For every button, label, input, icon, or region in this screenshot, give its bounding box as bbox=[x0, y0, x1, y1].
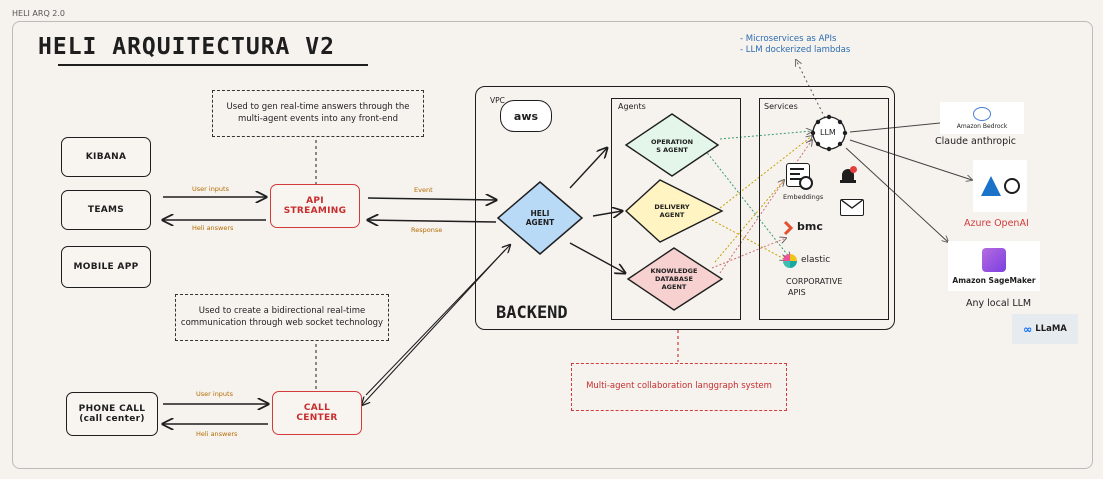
edge-agent-to-call bbox=[362, 249, 506, 405]
label-heli-answers-call: Heli answers bbox=[196, 430, 238, 438]
operations-agent-label: OPERATION S AGENT bbox=[640, 135, 704, 157]
vpc-label: VPC bbox=[490, 96, 505, 105]
note-streaming-line2: multi-agent events into any front-end bbox=[238, 113, 398, 124]
sagemaker-label: Any local LLM bbox=[966, 298, 1032, 309]
window-title: HELI ARQ 2.0 bbox=[12, 9, 66, 18]
azure-icon bbox=[980, 176, 1001, 196]
vpc-container bbox=[475, 86, 895, 330]
bedrock-label: Claude anthropic bbox=[935, 136, 1017, 147]
delivery-agent-label: DELIVERY AGENT bbox=[640, 200, 704, 222]
call-center-line1: CALL bbox=[303, 403, 331, 413]
client-mobile-app[interactable]: MOBILE APP bbox=[61, 246, 151, 288]
sagemaker-logo: Amazon SageMaker bbox=[948, 241, 1040, 291]
call-center-box[interactable]: CALL CENTER bbox=[272, 391, 362, 435]
note-websocket-line1: Used to create a bidirectional real-time bbox=[198, 306, 366, 317]
api-streaming-box[interactable]: API STREAMING bbox=[270, 184, 360, 228]
operations-agent-line1: OPERATION bbox=[650, 137, 694, 146]
note-streaming: Used to gen real-time answers through th… bbox=[212, 90, 424, 137]
note-multiagent: Multi-agent collaboration langgraph syst… bbox=[571, 363, 787, 411]
llama-text: LLaMA bbox=[1035, 324, 1067, 334]
azure-openai-label: Azure OpenAI bbox=[964, 218, 1029, 229]
call-center-line2: CENTER bbox=[296, 413, 338, 423]
aws-cloud-icon: aws bbox=[500, 100, 552, 132]
corporative-line1: CORPORATIVE bbox=[786, 277, 843, 286]
edge-event bbox=[367, 198, 496, 200]
title-underline bbox=[58, 64, 368, 66]
note-microservices-line2: - LLM dockerized lambdas bbox=[740, 45, 851, 56]
knowledge-agent-diamond[interactable] bbox=[626, 247, 724, 311]
heli-agent-diamond[interactable] bbox=[496, 181, 584, 255]
backend-label: BACKEND bbox=[496, 303, 568, 323]
agents-title: Agents bbox=[618, 102, 646, 111]
services-title: Services bbox=[764, 102, 798, 111]
bmc-logo-icon bbox=[783, 220, 795, 236]
corporative-line2: APIS bbox=[788, 288, 806, 298]
label-heli-answers: Heli answers bbox=[192, 224, 234, 232]
heli-agent-label: HELI AGENT bbox=[510, 202, 570, 234]
label-event: Event bbox=[414, 186, 433, 194]
note-websocket-line2: communication through web socket technol… bbox=[180, 317, 384, 328]
meta-icon: ∞ bbox=[1023, 322, 1033, 336]
mail-icon bbox=[840, 199, 864, 216]
edge-response bbox=[368, 220, 497, 222]
note-microservices-line1: - Microservices as APIs bbox=[740, 34, 837, 44]
api-streaming-line1: API bbox=[306, 196, 324, 206]
delivery-agent-diamond[interactable] bbox=[624, 179, 724, 243]
knowledge-agent-line1: KNOWLEDGE bbox=[650, 266, 698, 275]
delivery-agent-line1: DELIVERY bbox=[654, 202, 690, 211]
bedrock-logo-text: Amazon Bedrock bbox=[956, 122, 1008, 130]
azure-openai-logo bbox=[973, 160, 1027, 212]
embeddings-icon bbox=[786, 163, 813, 190]
client-kibana[interactable]: KIBANA bbox=[61, 137, 151, 177]
phone-call-line1: PHONE CALL bbox=[78, 404, 146, 414]
sagemaker-icon bbox=[982, 247, 1006, 272]
api-streaming-line2: STREAMING bbox=[283, 206, 347, 216]
canvas-frame bbox=[12, 21, 1093, 469]
note-microservices: - Microservices as APIs - LLM dockerized… bbox=[740, 34, 850, 57]
agents-container bbox=[611, 98, 741, 320]
knowledge-agent-line3: AGENT bbox=[661, 283, 687, 292]
openai-icon bbox=[1003, 178, 1020, 194]
bmc-label: bmc bbox=[797, 220, 823, 233]
bedrock-logo: Amazon Bedrock bbox=[940, 102, 1024, 134]
elastic-label: elastic bbox=[801, 255, 831, 265]
client-teams[interactable]: TEAMS bbox=[61, 190, 151, 230]
delivery-agent-line2: AGENT bbox=[659, 211, 685, 219]
sagemaker-logo-text: Amazon SageMaker bbox=[952, 275, 1036, 285]
operations-agent-line2: S AGENT bbox=[656, 146, 688, 154]
embeddings-label: Embeddings bbox=[783, 193, 824, 201]
knowledge-agent-line2: DATABASE bbox=[655, 274, 693, 283]
diagram-title: HELI ARQUITECTURA V2 bbox=[38, 34, 335, 60]
services-container bbox=[759, 98, 889, 320]
bell-icon bbox=[840, 166, 857, 184]
label-user-inputs: User inputs bbox=[192, 185, 229, 193]
client-phone-call[interactable]: PHONE CALL (call center) bbox=[66, 392, 158, 436]
bedrock-brain-icon bbox=[973, 106, 991, 121]
elastic-logo-icon bbox=[783, 254, 797, 268]
aws-label: aws bbox=[513, 109, 539, 123]
note-streaming-line1: Used to gen real-time answers through th… bbox=[226, 102, 410, 113]
label-user-inputs-call: User inputs bbox=[196, 390, 233, 398]
llama-logo: ∞ LLaMA bbox=[1012, 314, 1078, 344]
llm-label: LLM bbox=[820, 128, 836, 137]
heli-agent-line1: HELI bbox=[530, 208, 550, 218]
heli-agent-line2: AGENT bbox=[525, 218, 555, 227]
note-websocket: Used to create a bidirectional real-time… bbox=[175, 294, 389, 341]
knowledge-agent-label: KNOWLEDGE DATABASE AGENT bbox=[642, 264, 706, 294]
phone-call-line2: (call center) bbox=[79, 414, 145, 424]
operations-agent-diamond[interactable] bbox=[624, 113, 720, 177]
label-response: Response bbox=[411, 226, 443, 234]
corporative-apis-label: CORPORATIVE APIS bbox=[786, 276, 842, 298]
